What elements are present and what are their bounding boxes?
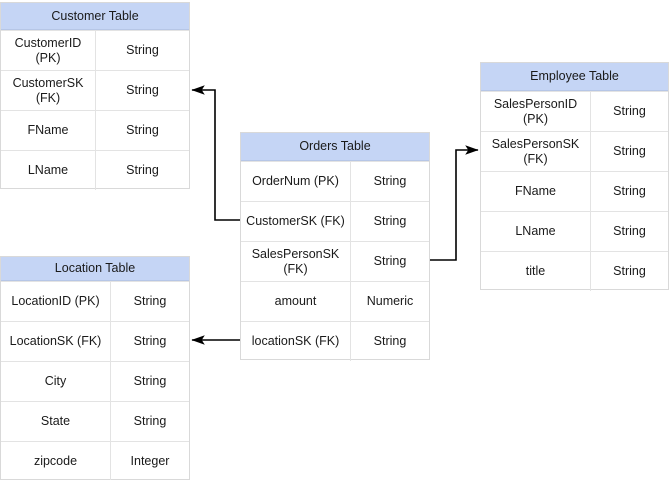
table-row[interactable]: City String: [1, 361, 189, 401]
field-type-cell: String: [133, 374, 167, 389]
field-type-cell: String: [373, 254, 407, 269]
field-name-cell: LocationID (PK): [1, 282, 111, 321]
field-name-cell: locationSK (FK): [241, 322, 351, 361]
table-row[interactable]: FName String: [1, 110, 189, 150]
table-row[interactable]: CustomerSK (FK) String: [1, 70, 189, 110]
field-type-cell: String: [126, 123, 159, 138]
table-row[interactable]: LocationSK (FK) String: [1, 321, 189, 361]
table-row[interactable]: LocationID (PK) String: [1, 281, 189, 321]
table-row[interactable]: FName String: [481, 171, 668, 211]
table-row[interactable]: OrderNum (PK) String: [241, 161, 429, 201]
field-type-cell: Numeric: [366, 294, 414, 309]
field-name-cell: SalesPersonSK (FK): [241, 242, 351, 281]
table-row[interactable]: CustomerSK (FK) String: [241, 201, 429, 241]
field-name-cell: LName: [1, 151, 96, 190]
table-row[interactable]: amount Numeric: [241, 281, 429, 321]
table-row[interactable]: LName String: [481, 211, 668, 251]
field-type-cell: String: [373, 214, 407, 229]
field-type-cell: String: [613, 104, 646, 119]
er-table-title-location: Location Table: [1, 257, 189, 281]
er-table-title-orders: Orders Table: [241, 133, 429, 161]
er-table-title-employee: Employee Table: [481, 63, 668, 91]
field-type-cell: String: [613, 144, 646, 159]
table-row[interactable]: CustomerID (PK) String: [1, 30, 189, 70]
field-name-cell: zipcode: [1, 442, 111, 480]
table-row[interactable]: title String: [481, 251, 668, 291]
field-type-cell: String: [126, 83, 159, 98]
field-name-cell: City: [1, 362, 111, 401]
field-type-cell: String: [126, 163, 159, 178]
field-name-cell: CustomerSK (FK): [241, 202, 351, 241]
table-row[interactable]: LName String: [1, 150, 189, 190]
table-row[interactable]: zipcode Integer: [1, 441, 189, 480]
field-name-cell: FName: [1, 111, 96, 150]
field-name-cell: LName: [481, 212, 591, 251]
field-type-cell: String: [373, 334, 407, 349]
connector-orders-customer: [191, 85, 240, 221]
field-name-cell: title: [481, 252, 591, 291]
field-type-cell: String: [133, 414, 167, 429]
table-row[interactable]: State String: [1, 401, 189, 441]
field-type-cell: String: [613, 184, 646, 199]
table-row[interactable]: SalesPersonSK (FK) String: [241, 241, 429, 281]
field-type-cell: String: [373, 174, 407, 189]
field-name-cell: FName: [481, 172, 591, 211]
field-name-cell: OrderNum (PK): [241, 162, 351, 201]
field-name-cell: CustomerSK (FK): [1, 71, 96, 110]
er-table-title-customer: Customer Table: [1, 3, 189, 30]
field-type-cell: String: [126, 43, 159, 58]
field-type-cell: Integer: [130, 454, 170, 469]
field-type-cell: String: [133, 334, 167, 349]
table-row[interactable]: SalesPersonID (PK) String: [481, 91, 668, 131]
field-name-cell: SalesPersonSK (FK): [481, 132, 591, 171]
field-name-cell: State: [1, 402, 111, 441]
field-name-cell: CustomerID (PK): [1, 31, 96, 70]
field-name-cell: SalesPersonID (PK): [481, 92, 591, 131]
field-type-cell: String: [133, 294, 167, 309]
table-row[interactable]: locationSK (FK) String: [241, 321, 429, 361]
connector-orders-employee: [430, 145, 479, 261]
field-name-cell: amount: [241, 282, 351, 321]
field-type-cell: String: [613, 264, 646, 279]
field-name-cell: LocationSK (FK): [1, 322, 111, 361]
field-type-cell: String: [613, 224, 646, 239]
table-row[interactable]: SalesPersonSK (FK) String: [481, 131, 668, 171]
